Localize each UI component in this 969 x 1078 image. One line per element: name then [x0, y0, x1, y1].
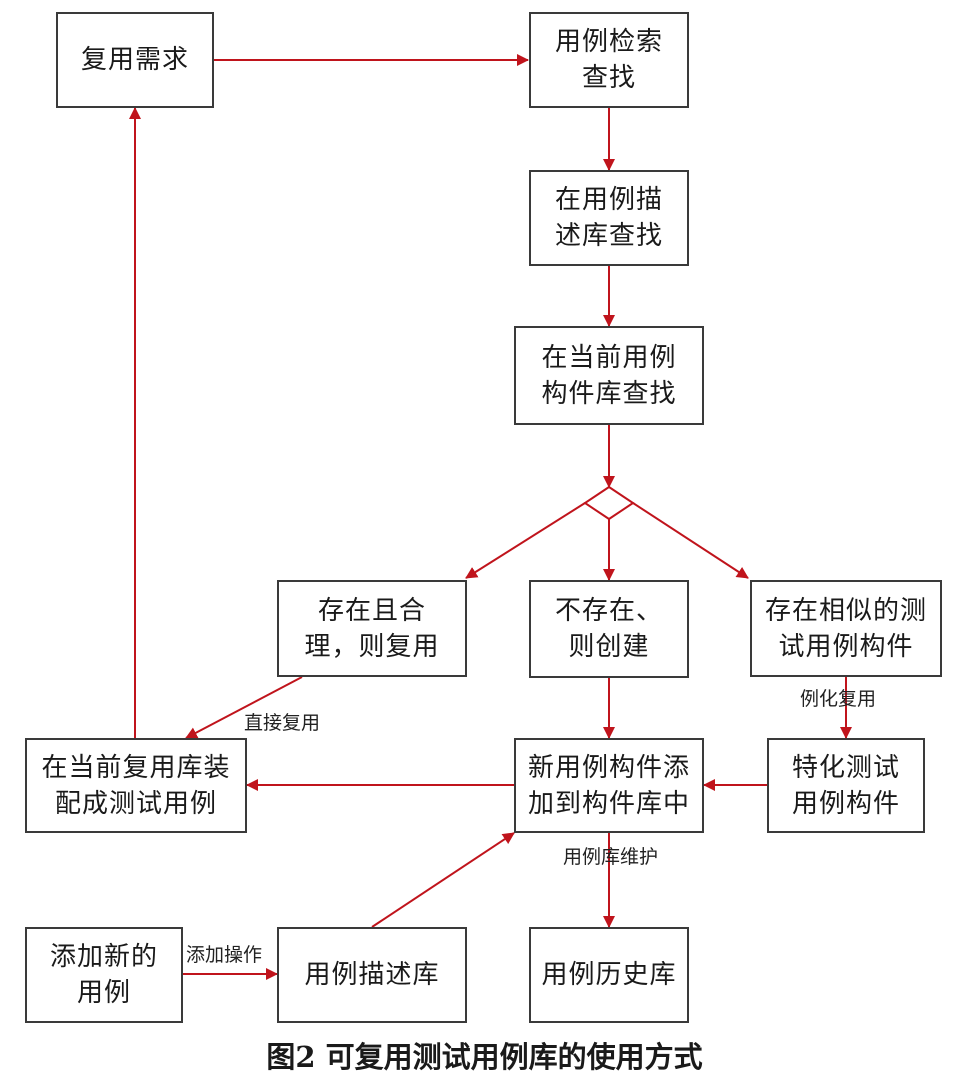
- node-label: 添加新的 用例: [49, 942, 158, 1008]
- edge-label-direct-reuse: 直接复用: [244, 712, 321, 734]
- node-label: 在当前用例 构件库查找: [541, 342, 677, 409]
- edge-label-add-op: 添加操作: [186, 944, 263, 966]
- arrow-decision-to-exist: [465, 502, 586, 579]
- node-history-store: 用例历史库: [529, 927, 689, 1023]
- node-specialize: 特化测试 用例构件: [767, 738, 925, 833]
- node-label: 用例描述库: [304, 960, 440, 990]
- node-label: 特化测试 用例构件: [791, 752, 900, 819]
- node-label: 不存在、 则创建: [554, 596, 663, 662]
- node-reuse-requirement: 复用需求: [56, 12, 214, 108]
- node-not-exist-create: 不存在、 则创建: [529, 580, 689, 678]
- arrow-decision-to-similar: [632, 502, 749, 579]
- node-assemble: 在当前复用库装 配成测试用例: [25, 738, 247, 833]
- edge-label-instantiate: 例化复用: [800, 688, 877, 710]
- node-exist-reuse: 存在且合 理，则复用: [277, 580, 467, 677]
- node-label: 存在相似的测 试用例构件: [764, 595, 927, 662]
- arrow-exist-to-assemble: [185, 676, 303, 739]
- node-current-lib-search: 在当前用例 构件库查找: [514, 326, 704, 425]
- arrow-descstore-to-add: [371, 832, 515, 928]
- node-label: 复用需求: [80, 45, 189, 75]
- figure-caption: 图2 可复用测试用例库的使用方式: [266, 1040, 703, 1074]
- node-label: 在用例描 述库查找: [554, 185, 663, 251]
- node-desc-lib-search: 在用例描 述库查找: [529, 170, 689, 266]
- node-add-new-component: 新用例构件添 加到构件库中: [514, 738, 704, 833]
- node-label: 存在且合 理，则复用: [304, 595, 440, 662]
- node-desc-store: 用例描述库: [277, 927, 467, 1023]
- node-case-search: 用例检索 查找: [529, 12, 689, 108]
- node-label: 在当前复用库装 配成测试用例: [41, 752, 231, 819]
- edge-label-maintain: 用例库维护: [563, 846, 659, 868]
- node-label: 用例检索 查找: [554, 27, 663, 93]
- decision-diamond: [583, 485, 635, 521]
- node-exist-similar: 存在相似的测 试用例构件: [750, 580, 942, 677]
- node-label: 用例历史库: [541, 960, 677, 990]
- node-label: 新用例构件添 加到构件库中: [527, 752, 690, 819]
- node-add-new-case: 添加新的 用例: [25, 927, 183, 1023]
